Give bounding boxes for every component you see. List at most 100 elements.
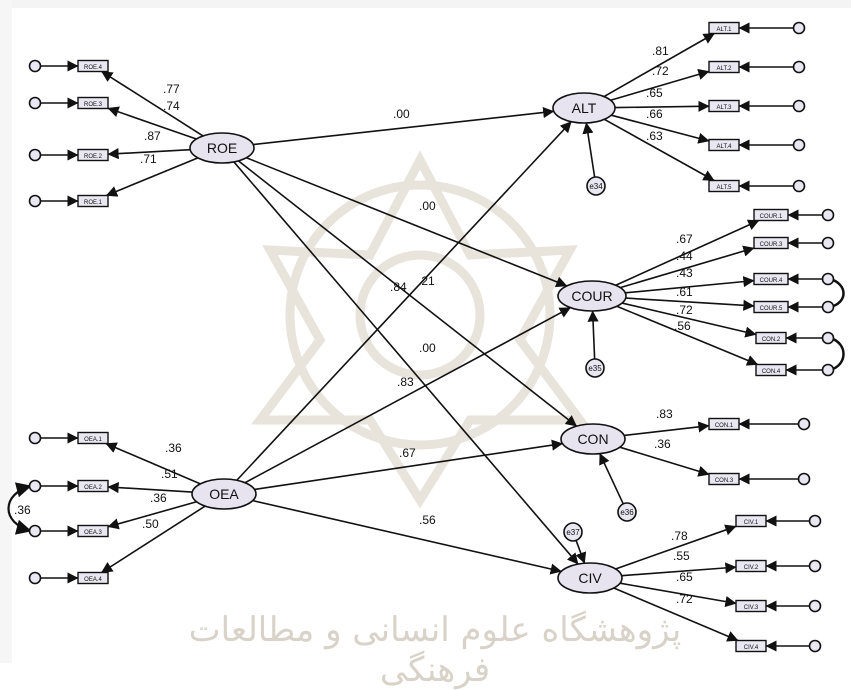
loading-arrow-alt5 xyxy=(603,118,715,182)
indicator-label: CON.2 xyxy=(762,337,781,343)
error-term-roe4 xyxy=(28,59,42,73)
indicator-civ4 xyxy=(735,639,767,653)
loading-arrow-oea2 xyxy=(107,481,193,494)
disturbance-label-e35: e35 xyxy=(588,364,602,373)
path-roe-civ xyxy=(233,161,579,565)
disturbance-arrow-e35 xyxy=(587,310,599,360)
indicator-label: OEA.3 xyxy=(84,530,102,536)
loading-value-alt4: .66 xyxy=(646,107,663,121)
path-oea-civ xyxy=(252,499,562,575)
latent-label-oea: OEA xyxy=(209,486,239,502)
indicator-label: COUR.5 xyxy=(760,306,783,312)
error-term-roe1 xyxy=(28,194,42,208)
path-coef-roe-alt: .00 xyxy=(393,107,410,121)
indicator-label: ALT.4 xyxy=(717,144,733,150)
loading-arrow-civ3 xyxy=(619,582,737,608)
disturbance-arrow-e36 xyxy=(599,453,624,505)
error-term-civ4 xyxy=(808,639,822,653)
loading-value-roe2: .87 xyxy=(144,129,161,143)
loading-value-alt5: .63 xyxy=(646,129,663,143)
path-roe-con xyxy=(237,160,578,427)
loading-arrow-oea4 xyxy=(101,505,206,574)
error-term-oea2 xyxy=(28,479,42,493)
indicator-label: CIV.2 xyxy=(744,565,759,571)
error-term-alt2 xyxy=(792,60,806,74)
latent-label-civ: CIV xyxy=(578,570,602,586)
indicator-alt5 xyxy=(708,179,740,193)
loading-value-roe4: .77 xyxy=(163,82,180,96)
path-coef-oea-alt: .84 xyxy=(390,280,407,294)
loading-value-oea1: .36 xyxy=(165,441,182,455)
loading-value-alt1: .81 xyxy=(652,44,669,58)
loading-arrow-oea3 xyxy=(107,500,197,530)
loading-arrow-alt2 xyxy=(610,69,710,102)
error-term-cour5 xyxy=(821,300,835,314)
indicator-label: ROE.2 xyxy=(84,154,103,160)
path-coef-oea-civ: .56 xyxy=(419,513,436,527)
disturbance-e37 xyxy=(563,522,583,542)
indicator-label: COUR.4 xyxy=(760,278,783,284)
indicator-civ1 xyxy=(735,514,767,528)
disturbance-e34 xyxy=(586,176,606,196)
loading-arrow-oea1 xyxy=(105,442,201,485)
error-term-oea1 xyxy=(28,431,42,445)
latent-roe xyxy=(189,132,255,164)
indicator-label: CON.3 xyxy=(715,478,734,484)
indicator-roe3 xyxy=(77,96,109,110)
loading-value-cour4: .43 xyxy=(676,266,693,280)
error-term-roe2 xyxy=(28,148,42,162)
loading-value-civ4: .72 xyxy=(676,592,693,606)
loading-value-civ2: .55 xyxy=(673,549,690,563)
loading-arrow-conb xyxy=(619,446,710,477)
loading-value-roe3: .74 xyxy=(163,99,180,113)
loading-arrow-con4 xyxy=(616,305,759,366)
path-oea-cour xyxy=(244,306,571,484)
error-term-roe3 xyxy=(28,96,42,110)
loading-value-cona: .83 xyxy=(656,407,673,421)
path-oea-alt xyxy=(236,121,572,481)
loading-arrow-roe3 xyxy=(107,106,197,140)
indicator-label: OEA.1 xyxy=(84,437,102,443)
error-term-con4 xyxy=(821,363,835,377)
watermark-text: پژوهشگاه علوم انسانی و مطالعات فرهنگی xyxy=(188,610,682,690)
indicator-label: ALT.1 xyxy=(717,27,733,33)
indicator-roe4 xyxy=(77,59,109,73)
indicator-label: ROE.4 xyxy=(84,65,103,71)
indicator-cour4 xyxy=(753,272,789,286)
indicator-con4 xyxy=(755,363,787,377)
disturbance-e36 xyxy=(617,502,637,522)
error-term-conb xyxy=(797,472,811,486)
loading-arrow-roe4 xyxy=(101,70,204,137)
indicator-label: CON.1 xyxy=(715,423,734,429)
indicator-label: OEA.4 xyxy=(84,577,102,583)
loading-value-cour5: .61 xyxy=(676,285,693,299)
loading-value-civ1: .78 xyxy=(671,529,688,543)
indicator-roe2 xyxy=(77,148,109,162)
indicator-civ3 xyxy=(735,599,767,613)
indicator-alt1 xyxy=(708,21,740,35)
disturbance-arrow-e34 xyxy=(582,122,596,178)
indicator-cona xyxy=(708,417,740,431)
indicator-label: COUR.3 xyxy=(760,242,783,248)
disturbance-label-e36: e36 xyxy=(620,508,634,517)
indicator-label: ROE.1 xyxy=(84,200,103,206)
latent-alt xyxy=(552,92,616,124)
loading-arrow-cour4 xyxy=(625,276,755,294)
covariance-oea2-oea3 xyxy=(7,482,32,535)
indicator-label: COUR.1 xyxy=(760,214,783,220)
indicator-label: CIV.3 xyxy=(744,605,759,611)
loading-value-roe1: .71 xyxy=(140,152,157,166)
path-coef-oea-con: .67 xyxy=(399,446,416,460)
loading-value-con2: .72 xyxy=(676,303,693,317)
error-term-cour4 xyxy=(821,272,835,286)
loading-value-cour3: .44 xyxy=(676,249,693,263)
loading-value-alt3: .65 xyxy=(646,86,663,100)
error-term-cour3 xyxy=(821,236,835,250)
indicator-label: ALT.2 xyxy=(717,66,733,72)
indicator-alt3 xyxy=(708,99,740,113)
latent-label-cour: COUR xyxy=(571,288,612,304)
left-frame xyxy=(0,0,12,663)
indicator-label: CON.4 xyxy=(762,369,781,375)
loading-value-conb: .36 xyxy=(654,437,671,451)
latent-oea xyxy=(191,478,257,510)
